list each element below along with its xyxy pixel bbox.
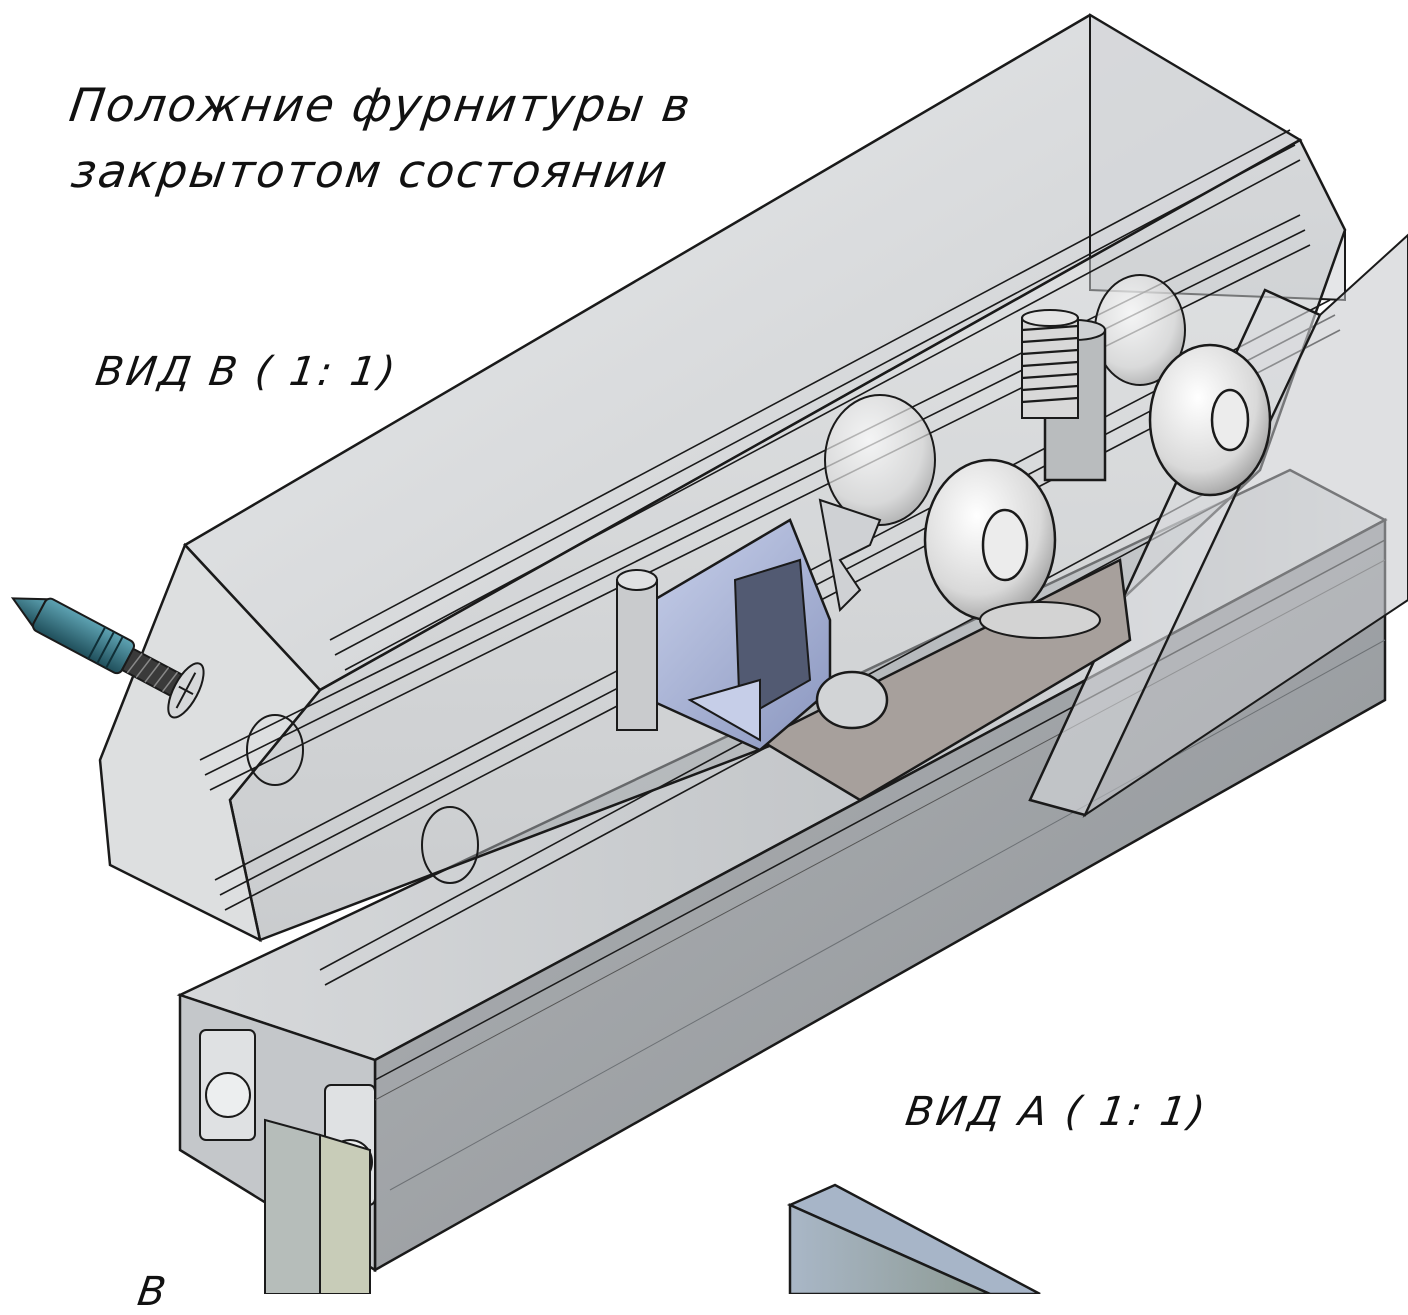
mounting-hole-upper: [246, 714, 304, 786]
clip-inner-face: [733, 558, 812, 722]
view-a-block: [786, 1183, 1041, 1296]
mounting-hole-lower: [421, 806, 479, 884]
latch-pin: [616, 579, 658, 731]
rail-bore-left: [205, 1072, 251, 1118]
thread: [1021, 317, 1079, 419]
roller-wheel-right: [1148, 343, 1272, 497]
view-b-label: ВИД В ( 1: 1): [92, 349, 401, 395]
housing-end-face: [98, 542, 322, 943]
view-a-label: ВИД А ( 1: 1): [902, 1089, 1211, 1135]
adjustment-bolt: [1021, 309, 1107, 482]
view-c-partial-label: В: [134, 1269, 172, 1315]
screw-shank: [32, 597, 135, 675]
drawing-title-line-2: закрытотом состоянии: [68, 144, 673, 198]
roller-wheel-rear: [824, 394, 936, 526]
mounting-screw: [10, 597, 205, 719]
roller-wheel-bottom: [979, 601, 1101, 639]
drawing-title-line-1: Положние фурнитуры в: [66, 78, 696, 132]
latch-clip: [616, 498, 889, 752]
spring-lever: [818, 498, 882, 613]
hex-nut: [815, 670, 889, 730]
roller-wheels: [824, 274, 1272, 639]
glass-panel: [264, 1118, 321, 1295]
